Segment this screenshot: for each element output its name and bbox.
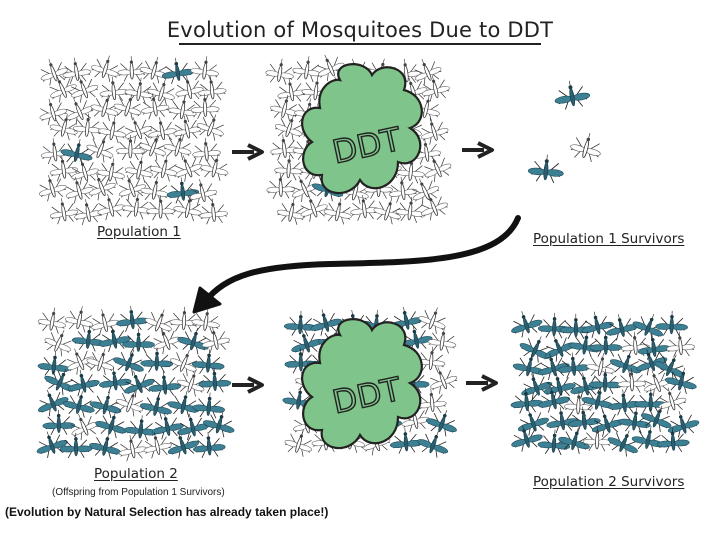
susceptible-mosquito-icon [40, 324, 78, 360]
susceptible-mosquito-icon [394, 194, 427, 225]
susceptible-mosquito-icon [137, 52, 172, 86]
susceptible-mosquito-icon [281, 425, 318, 460]
susceptible-mosquito-icon [62, 302, 97, 335]
susceptible-mosquito-icon [120, 191, 153, 221]
resistant-mosquito-icon [526, 152, 566, 185]
population-1-group [34, 51, 233, 227]
resistant-mosquito-icon [174, 322, 214, 358]
susceptible-mosquito-icon [265, 172, 296, 200]
susceptible-mosquito-icon [664, 330, 696, 359]
susceptible-mosquito-icon [189, 53, 222, 84]
ddt-cloud-1: DDT [301, 63, 423, 195]
population-1-survivors-group [526, 77, 606, 185]
susceptible-mosquito-icon [408, 53, 445, 89]
population-2-survivors-group [506, 305, 702, 461]
resistant-mosquito-icon [123, 413, 159, 443]
footnote: (Evolution by Natural Selection has alre… [5, 505, 329, 519]
susceptible-mosquito-icon [147, 151, 182, 184]
susceptible-mosquito-icon [268, 132, 300, 162]
population-2-survivors-label: Population 2 Survivors [533, 474, 685, 490]
resistant-mosquito-icon [191, 347, 227, 377]
susceptible-mosquito-icon [290, 53, 324, 84]
susceptible-mosquito-icon [263, 56, 297, 87]
population-2-group [31, 302, 240, 463]
arrow-1 [232, 143, 264, 161]
resistant-mosquito-icon [283, 309, 318, 338]
resistant-mosquito-icon [191, 390, 227, 420]
susceptible-mosquito-icon [96, 114, 130, 145]
resistant-mosquito-icon [114, 303, 150, 334]
susceptible-mosquito-icon [197, 196, 229, 226]
curved-arrow [192, 215, 521, 314]
resistant-mosquito-icon [164, 175, 201, 205]
arrow-2 [462, 141, 494, 159]
susceptible-mosquito-icon [567, 128, 606, 165]
resistant-mosquito-icon [506, 305, 546, 341]
title: Evolution of Mosquitoes Due to DDT [0, 18, 720, 45]
resistant-mosquito-icon [422, 404, 463, 440]
population-2-label: Population 2 [94, 466, 178, 482]
population-2-subtitle: (Offspring from Population 1 Survivors) [52, 487, 225, 498]
susceptible-mosquito-icon [97, 74, 130, 104]
population-1-survivors-label: Population 1 Survivors [533, 231, 685, 247]
susceptible-mosquito-icon [115, 432, 149, 463]
susceptible-mosquito-icon [415, 302, 452, 337]
resistant-mosquito-icon [31, 426, 71, 461]
arrow-4 [466, 374, 498, 392]
resistant-mosquito-icon [58, 135, 97, 168]
susceptible-mosquito-icon [87, 305, 122, 338]
susceptible-mosquito-icon [35, 53, 71, 88]
susceptible-mosquito-icon [88, 51, 124, 85]
resistant-mosquito-icon [414, 425, 454, 461]
ddt-cloud-2: DDT [301, 318, 423, 450]
arrow-3 [232, 376, 264, 394]
susceptible-mosquito-icon [36, 304, 69, 336]
susceptible-mosquito-icon [47, 195, 80, 226]
susceptible-mosquito-icon [416, 113, 452, 147]
resistant-mosquito-icon [42, 409, 76, 436]
resistant-mosquito-icon [537, 311, 572, 339]
resistant-mosquito-icon [86, 428, 125, 462]
resistant-mosquito-icon [589, 330, 623, 358]
population-1-label: Population 1 [97, 224, 181, 240]
susceptible-mosquito-icon [146, 194, 176, 221]
resistant-mosquito-icon [551, 77, 592, 112]
susceptible-mosquito-icon [321, 194, 356, 227]
susceptible-mosquito-icon [426, 325, 459, 355]
resistant-mosquito-icon [634, 387, 668, 415]
susceptible-mosquito-icon [274, 195, 309, 227]
